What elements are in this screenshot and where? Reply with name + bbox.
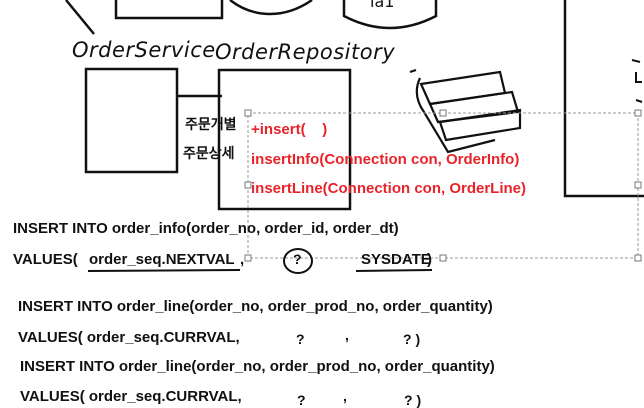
sql-line2-q1: ? — [297, 392, 306, 408]
sql-line2-q2: ? ) — [404, 392, 422, 408]
sql-insert-order-line-1: INSERT INTO order_line(order_no, order_p… — [18, 298, 493, 315]
sql-line2-values: VALUES( order_seq.CURRVAL, — [20, 388, 242, 405]
top-circle-partial — [229, 0, 313, 16]
top-db-label: ia1 — [370, 0, 395, 11]
sql-line1-q1: ? — [296, 331, 305, 347]
order-service-label: OrderService — [72, 38, 216, 62]
sql-info-question-mark: ? — [293, 251, 302, 267]
sql-values-prefix: VALUES( — [13, 251, 82, 268]
insert-method: +insert( ) — [251, 121, 328, 138]
sql-sysdate: SYSDATE — [361, 251, 431, 268]
sql-line2-comma: , — [343, 388, 347, 404]
order-repository-box — [217, 68, 352, 211]
sql-values-comma: , — [240, 251, 245, 268]
database-stack-sketch — [409, 68, 522, 154]
sql-line1-values: VALUES( order_seq.CURRVAL, — [18, 329, 240, 346]
top-box-partial — [114, 0, 224, 20]
circle-question-mark — [283, 248, 313, 274]
sql-line1-q2: ? ) — [403, 331, 421, 347]
insert-line-method: insertLine(Connection con, OrderLine) — [251, 180, 527, 197]
order-service-box — [84, 67, 179, 174]
right-box-partial — [563, 0, 644, 198]
sql-insert-order-line-2: INSERT INTO order_line(order_no, order_p… — [20, 358, 495, 375]
sql-nextval: order_seq.NEXTVAL — [89, 251, 235, 268]
underline-nextval — [87, 269, 241, 272]
top-db-cylinder-partial — [342, 0, 438, 30]
sql-line1-comma: , — [345, 327, 349, 343]
selection-frame — [244, 109, 642, 262]
right-edge-marks — [631, 59, 643, 103]
sql-insert-order-info: INSERT INTO order_info(order_no, order_i… — [13, 220, 399, 237]
sql-values-close: ) — [427, 251, 432, 268]
underline-sysdate — [355, 269, 433, 272]
korean-note-order-info: 주문개별 — [185, 117, 237, 133]
insert-info-method: insertInfo(Connection con, OrderInfo) — [251, 151, 520, 168]
korean-note-order-detail: 주문상세 — [183, 146, 235, 162]
order-repository-label: OrderRepository — [215, 40, 396, 64]
top-left-diagonal-line — [65, 0, 95, 35]
